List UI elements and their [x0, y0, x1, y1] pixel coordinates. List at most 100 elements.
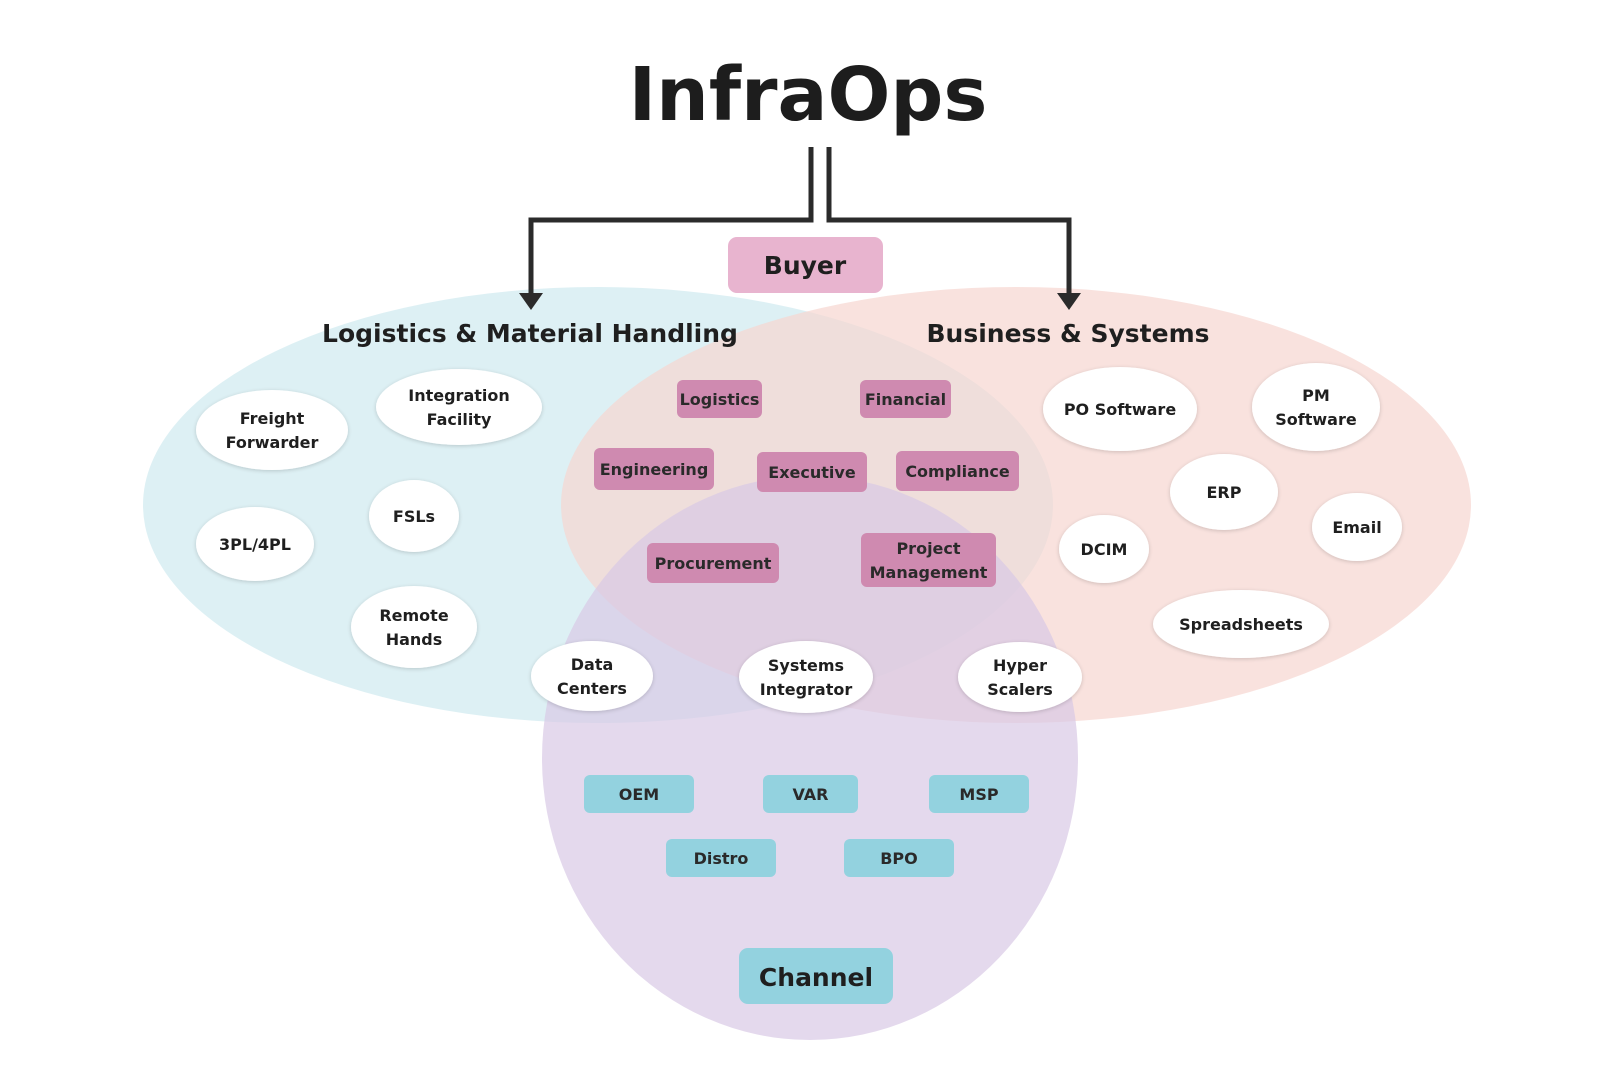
node-label-line: Logistics — [680, 390, 760, 409]
node-oval — [1170, 454, 1278, 530]
node-erp: ERP — [1170, 454, 1278, 530]
node-label-line: Financial — [865, 390, 946, 409]
channel-distro: Distro — [666, 839, 776, 877]
left-branch-line — [528, 147, 814, 298]
node-label-line: Email — [1332, 518, 1381, 537]
channel-label: Channel — [759, 963, 873, 992]
node-email: Email — [1312, 493, 1402, 561]
node-label-line: Scalers — [987, 680, 1053, 699]
role-logistics: Logistics — [677, 380, 762, 418]
channel-type-tags: OEM VAR MSP Distro BPO — [584, 775, 1029, 877]
role-compliance: Compliance — [896, 451, 1019, 491]
node-label-line: FSLs — [393, 507, 435, 526]
node-oval — [958, 642, 1082, 712]
node-label-line: Engineering — [600, 460, 709, 479]
node-label-line: DCIM — [1081, 540, 1128, 559]
node-3pl-4pl: 3PL/4PL — [196, 507, 314, 581]
node-label-line: Systems — [768, 656, 844, 675]
channel-bpo: BPO — [844, 839, 954, 877]
bottom-circle-channel — [542, 476, 1078, 1040]
role-procurement: Procurement — [647, 543, 779, 583]
node-oval — [1043, 367, 1197, 451]
node-oval — [1059, 515, 1149, 583]
channel-tag-label: VAR — [793, 785, 829, 804]
role-tag-box — [861, 533, 996, 587]
channel-tag-box — [763, 775, 858, 813]
right-circle-heading: Business & Systems — [926, 319, 1209, 348]
node-label-line: Spreadsheets — [1179, 615, 1303, 634]
node-label-line: PO Software — [1064, 400, 1176, 419]
node-label-line: Procurement — [655, 554, 772, 573]
channel-box: Channel — [739, 948, 893, 1004]
buyer-label: Buyer — [764, 251, 847, 280]
node-label-line: Integration — [408, 386, 510, 405]
role-tag-box — [594, 448, 714, 490]
channel-tag-box — [584, 775, 694, 813]
role-tag-box — [677, 380, 762, 418]
node-oval — [1312, 493, 1402, 561]
channel-tag-box — [666, 839, 776, 877]
node-oval — [196, 507, 314, 581]
right-arrowhead — [1057, 293, 1081, 310]
channel-tag-label: MSP — [959, 785, 998, 804]
left-arrowhead — [519, 293, 543, 310]
node-label-line: Hyper — [993, 656, 1047, 675]
role-executive: Executive — [757, 452, 867, 492]
role-tag-box — [647, 543, 779, 583]
channel-tag-box — [844, 839, 954, 877]
channel-oem: OEM — [584, 775, 694, 813]
channel-var: VAR — [763, 775, 858, 813]
role-financial: Financial — [860, 380, 951, 418]
buyer-box: Buyer — [728, 237, 883, 293]
channel-tag-box — [929, 775, 1029, 813]
node-fsls: FSLs — [369, 480, 459, 552]
branch-arrows — [519, 147, 1081, 310]
node-oval — [1153, 590, 1329, 658]
node-label-line: Freight — [240, 409, 305, 428]
node-label-line: Compliance — [905, 462, 1010, 481]
node-label-line: Executive — [768, 463, 856, 482]
node-oval — [351, 586, 477, 668]
node-oval — [369, 480, 459, 552]
node-spreadsheets: Spreadsheets — [1153, 590, 1329, 658]
node-label-line: Integrator — [760, 680, 853, 699]
page-title: InfraOps — [629, 52, 988, 138]
node-label-line: Centers — [557, 679, 627, 698]
node-pm-software: PM Software — [1252, 363, 1380, 451]
node-label-line: Facility — [427, 410, 492, 429]
node-oval — [739, 641, 873, 713]
node-label-line: PM — [1302, 386, 1330, 405]
role-tag-box — [757, 452, 867, 492]
role-tag-box — [896, 451, 1019, 491]
node-label-line: Data — [571, 655, 614, 674]
role-engineering: Engineering — [594, 448, 714, 490]
node-label-line: Forwarder — [226, 433, 319, 452]
channel-msp: MSP — [929, 775, 1029, 813]
node-label-line: Remote — [379, 606, 448, 625]
node-oval — [196, 390, 348, 470]
right-branch-line — [826, 147, 1072, 298]
channel-tag-label: BPO — [880, 849, 918, 868]
node-oval — [376, 369, 542, 445]
node-po-software: PO Software — [1043, 367, 1197, 451]
node-label-line: Software — [1275, 410, 1357, 429]
node-oval — [531, 641, 653, 711]
node-oval — [1252, 363, 1380, 451]
node-dcim: DCIM — [1059, 515, 1149, 583]
node-label-line: 3PL/4PL — [219, 535, 291, 554]
left-circle-heading: Logistics & Material Handling — [322, 319, 738, 348]
node-label-line: Hands — [386, 630, 443, 649]
channel-tag-label: Distro — [694, 849, 749, 868]
node-label-line: Project — [896, 539, 960, 558]
role-tag-box — [860, 380, 951, 418]
